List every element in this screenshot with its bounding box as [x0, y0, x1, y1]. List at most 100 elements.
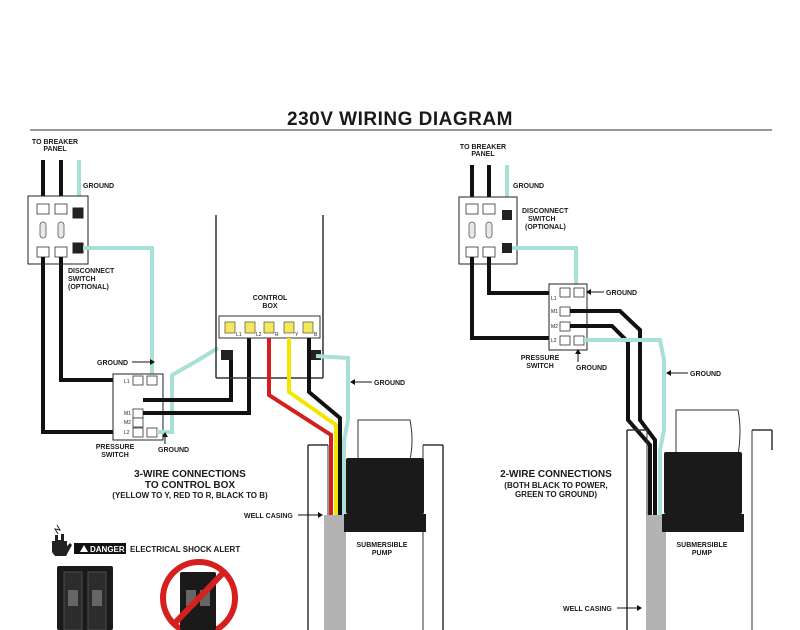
right-pump-shaft: [675, 409, 741, 456]
right-ground-below-ps-label: GROUND: [576, 365, 607, 372]
left-pressure-switch-label-1: PRESSURE: [96, 444, 135, 451]
cb-ground-term-left: [221, 350, 233, 360]
cb-term-label-l2: L2: [256, 332, 262, 338]
left-pump-base: [344, 514, 426, 532]
left-pump-body: [346, 458, 424, 514]
shock-hand-icon: [52, 524, 72, 556]
right-ground-right-arrowhead: [666, 370, 671, 376]
left-ground-top-label: GROUND: [83, 183, 114, 190]
diagram-title: 230V WIRING DIAGRAM: [287, 109, 513, 130]
right-well-casing-pipe: [646, 515, 666, 630]
right-ps-term-label-m1: M1: [551, 309, 558, 315]
left-ground-bottom-arrowhead: [162, 432, 168, 437]
right-disconnect-label-2: SWITCH: [528, 216, 556, 223]
right-disconnect-term-2: [482, 203, 496, 215]
right-caption-sub-2: GREEN TO GROUND): [515, 490, 597, 499]
left-disconnect-term-4: [54, 246, 68, 258]
left-ps-term-label-l1: L1: [124, 379, 130, 385]
right-well-casing-arrowhead: [637, 605, 642, 611]
left-pressure-switch-label-2: SWITCH: [101, 452, 129, 459]
left-pump-wire-ground: [315, 354, 350, 515]
left-well-casing-label: WELL CASING: [244, 513, 293, 520]
left-ps-term-label-m2: M2: [124, 420, 131, 426]
right-pump-label-1: SUBMERSIBLE: [677, 542, 728, 549]
left-well-casing-arrowhead: [318, 512, 323, 518]
right-ps-term-l2: [559, 335, 571, 346]
right-ps-term-label-l2: L2: [551, 338, 557, 344]
danger-badge: [74, 543, 126, 554]
left-caption-sub: (YELLOW TO Y, RED TO R, BLACK TO B): [112, 491, 268, 500]
left-pump-label-1: SUBMERSIBLE: [357, 542, 408, 549]
left-ground-ps-to-cb: [157, 346, 220, 434]
right-ground-below-ps-arrowhead: [575, 349, 581, 354]
left-ps-term-m1: [132, 408, 144, 419]
left-wire-ps-m1-to-cb: [143, 355, 233, 402]
left-ps-gnd-term: [146, 375, 158, 386]
left-ground-ps-arrowhead: [150, 359, 155, 365]
right-well-casing-label: WELL CASING: [563, 606, 612, 613]
right-ground-ps-arrowhead: [586, 289, 591, 295]
right-caption-sub-1: (BOTH BLACK TO POWER,: [504, 481, 607, 490]
right-ps-term-m1: [559, 306, 571, 317]
right-disconnect-gnd-term: [502, 210, 512, 220]
right-pressure-switch-label-1: PRESSURE: [521, 355, 560, 362]
left-breaker-label-1: TO BREAKER: [32, 139, 78, 146]
right-pump-wire-ground: [584, 338, 666, 515]
left-caption-2: TO CONTROL BOX: [145, 480, 236, 491]
cb-term-r: [263, 321, 275, 334]
left-disconnect-fuse-2: [57, 221, 65, 239]
cb-term-label-y: Y: [295, 332, 299, 338]
right-disconnect-term-1: [465, 203, 479, 215]
left-ground-ps-label: GROUND: [97, 360, 128, 367]
left-disconnect-term-3: [36, 246, 50, 258]
left-ps-term-label-m1: M1: [124, 411, 131, 417]
right-ps-term-m2: [559, 321, 571, 332]
right-ps-term-label-l1: L1: [551, 296, 557, 302]
right-disconnect-fuse-2: [485, 221, 493, 239]
left-pump-label-2: PUMP: [372, 550, 393, 557]
right-disconnect-term-4: [482, 246, 496, 258]
right-wire-disc-l1: [487, 257, 558, 295]
danger-section: DANGER ELECTRICAL SHOCK ALERT: [52, 524, 240, 630]
right-ps-gnd-term: [573, 287, 585, 298]
right-ps-term-label-m2: M2: [551, 324, 558, 330]
right-pressure-switch-label-2: SWITCH: [526, 363, 554, 370]
left-ground-right-label: GROUND: [374, 380, 405, 387]
left-pump-wire-yellow: [287, 338, 338, 515]
left-3-wire-diagram: TO BREAKER PANEL GROUND DISCONNECT SWITC…: [27, 139, 444, 630]
left-well-casing-pipe: [324, 515, 346, 630]
left-wire-disc-l1: [59, 257, 122, 382]
cb-term-label-l1: L1: [236, 332, 242, 338]
right-caption: 2-WIRE CONNECTIONS: [500, 469, 612, 480]
left-disconnect-fuse-1: [39, 221, 47, 239]
right-ground-right-label: GROUND: [690, 371, 721, 378]
cb-term-label-b: B: [314, 332, 318, 338]
right-breaker-label-2: PANEL: [471, 151, 495, 158]
right-ground-ps-label: GROUND: [606, 290, 637, 297]
right-pump-wire-black-1: [570, 309, 657, 515]
left-ps-term-l1: [132, 375, 144, 386]
right-ground-disc-to-ps: [512, 246, 578, 290]
right-disconnect-fuse-1: [468, 221, 476, 239]
cb-term-y: [283, 321, 295, 334]
left-pump-wire-red: [267, 338, 333, 515]
no-breaker-symbol: [160, 559, 238, 630]
left-disconnect-label-1: DISCONNECT: [68, 268, 115, 275]
cb-term-b: [302, 321, 314, 334]
danger-alert-text: ELECTRICAL SHOCK ALERT: [130, 545, 240, 554]
left-ps-term-l2: [132, 427, 144, 438]
left-disconnect-label-2: SWITCH: [68, 276, 96, 283]
cb-ground-term-right: [309, 350, 321, 360]
right-ground-top-label: GROUND: [513, 183, 544, 190]
right-breaker-label-1: TO BREAKER: [460, 144, 506, 151]
left-disconnect-gnd-term: [72, 207, 84, 219]
left-ground-bottom-label: GROUND: [158, 447, 189, 454]
left-ground-right-arrowhead: [350, 379, 355, 385]
left-disconnect-term-2: [54, 203, 68, 215]
right-2-wire-diagram: TO BREAKER PANEL GROUND DISCONNECT SWITC…: [458, 144, 773, 630]
left-pump-wire-black: [307, 338, 342, 515]
left-ps-gnd-term-2: [146, 427, 158, 438]
left-disconnect-label-3: (OPTIONAL): [68, 284, 109, 291]
control-box-label-2: BOX: [262, 303, 278, 310]
